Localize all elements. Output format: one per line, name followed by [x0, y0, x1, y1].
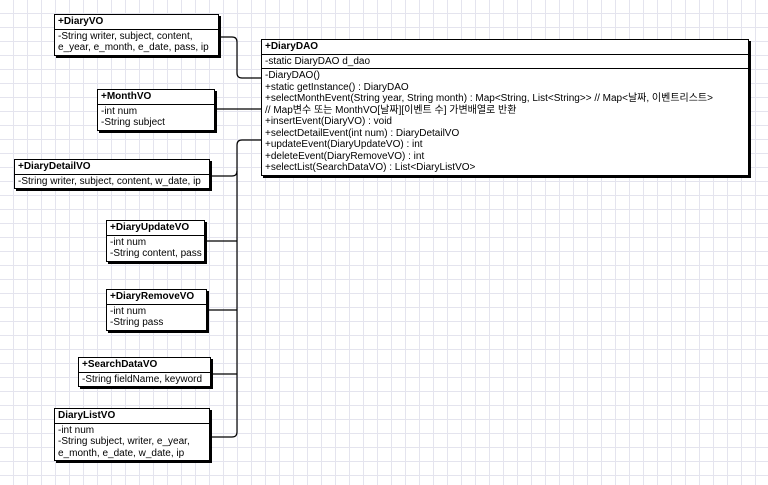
- class-diary-vo[interactable]: +DiaryVO -String writer, subject, conten…: [54, 14, 219, 56]
- attributes-section: -int num -String pass: [107, 305, 206, 330]
- attributes-section: -static DiaryDAO d_dao: [262, 55, 748, 69]
- class-name: +DiaryUpdateVO: [107, 221, 204, 236]
- attribute: -String subject: [101, 117, 165, 128]
- class-name: +DiaryRemoveVO: [107, 290, 206, 305]
- operation: +deleteEvent(DiaryRemoveVO) : int: [265, 150, 425, 162]
- attributes-section: -int num -String subject: [98, 105, 214, 130]
- operation: +static getInstance() : DiaryDAO: [265, 81, 409, 93]
- class-name: +DiaryDetailVO: [15, 160, 209, 175]
- attributes-section: -String writer, subject, content, e_year…: [55, 30, 218, 55]
- attribute: -int num: [110, 305, 147, 317]
- class-diary-list-vo[interactable]: DiaryListVO -int num -String subject, wr…: [54, 408, 210, 461]
- attribute: e_year, e_month, e_date, pass, ip: [58, 42, 209, 53]
- attribute: -String subject, writer, e_year,: [58, 436, 190, 447]
- class-diary-remove-vo[interactable]: +DiaryRemoveVO -int num -String pass: [106, 289, 207, 331]
- class-diary-update-vo[interactable]: +DiaryUpdateVO -int num -String content,…: [106, 220, 205, 262]
- connector-diaryvo-dao: [219, 36, 261, 79]
- attributes-section: -String fieldName, keyword: [79, 373, 210, 387]
- operations-section: -DiaryDAO() +static getInstance() : Diar…: [262, 68, 748, 175]
- connector-detailvo: [210, 170, 238, 177]
- attribute: -String pass: [110, 317, 164, 328]
- operation: +selectMonthEvent(String year, String mo…: [265, 93, 713, 104]
- attributes-section: -String writer, subject, content, w_date…: [15, 175, 209, 189]
- class-name: +SearchDataVO: [79, 358, 210, 373]
- attribute: -String writer, subject, content, w_date…: [18, 175, 201, 187]
- attribute: -int num: [58, 424, 95, 436]
- class-diary-dao[interactable]: +DiaryDAO -static DiaryDAO d_dao -DiaryD…: [261, 39, 749, 176]
- attribute: -String content, pass: [110, 248, 202, 259]
- operation: +selectList(SearchDataVO) : List<DiaryLi…: [265, 162, 476, 173]
- operation: +selectDetailEvent(int num) : DiaryDetai…: [265, 127, 460, 139]
- attribute: -int num: [101, 105, 138, 117]
- class-month-vo[interactable]: +MonthVO -int num -String subject: [97, 89, 215, 131]
- attributes-section: -int num -String content, pass: [107, 236, 204, 261]
- attributes-section: -int num -String subject, writer, e_year…: [55, 424, 209, 461]
- connector-bus: [210, 139, 261, 438]
- attribute: -int num: [110, 236, 147, 248]
- class-name: +DiaryDAO: [262, 40, 748, 55]
- attribute: -String fieldName, keyword: [82, 373, 203, 385]
- class-diary-detail-vo[interactable]: +DiaryDetailVO -String writer, subject, …: [14, 159, 210, 189]
- class-search-data-vo[interactable]: +SearchDataVO -String fieldName, keyword: [78, 357, 211, 387]
- attribute: -static DiaryDAO d_dao: [265, 55, 371, 67]
- operation: +updateEvent(DiaryUpdateVO) : int: [265, 139, 423, 150]
- class-name: DiaryListVO: [55, 409, 209, 424]
- operation: -DiaryDAO(): [265, 70, 320, 81]
- attribute: -String writer, subject, content,: [58, 30, 193, 42]
- comment: // Map변수 또는 MonthVO[날짜][이벤트 수] 가변배열로 반환: [265, 104, 517, 116]
- class-name: +DiaryVO: [55, 15, 218, 30]
- class-name: +MonthVO: [98, 90, 214, 105]
- attribute: e_month, e_date, w_date, ip: [58, 447, 185, 459]
- operation: +insertEvent(DiaryVO) : void: [265, 116, 392, 127]
